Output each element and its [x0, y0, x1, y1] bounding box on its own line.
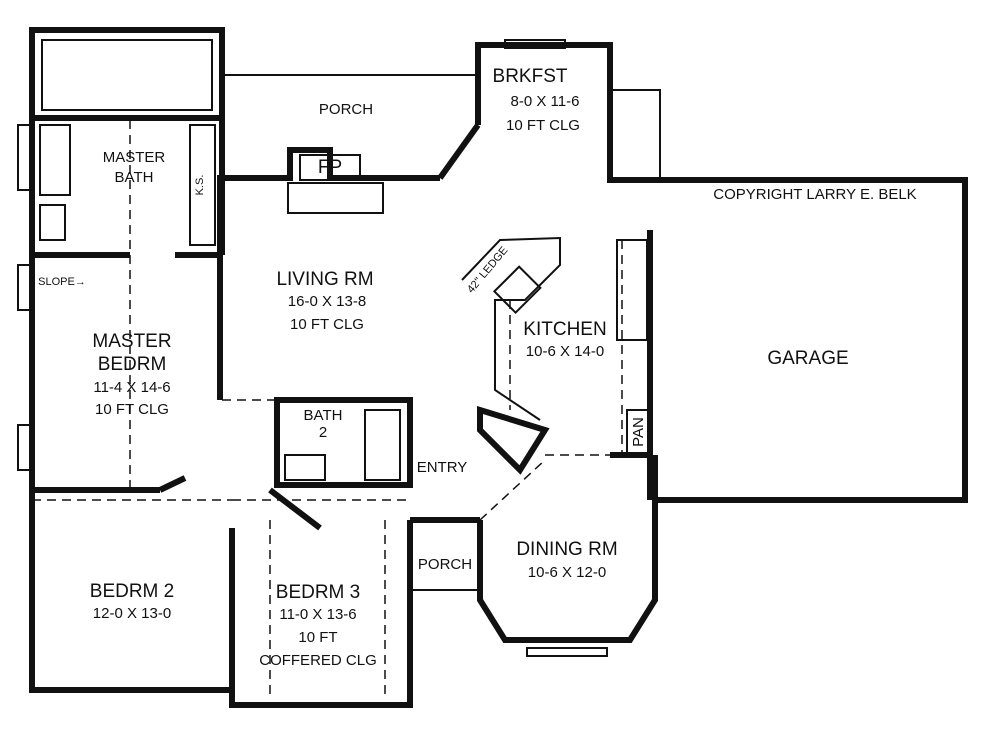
garage-label: GARAGE: [767, 348, 848, 369]
pantry-label: PAN: [630, 417, 647, 447]
living-size: 16-0 X 13-8: [288, 293, 366, 310]
master-bedrm-ceiling: 10 FT CLG: [95, 401, 169, 418]
dining-label: DINING RM: [516, 539, 617, 560]
copyright-text: COPYRIGHT LARRY E. BELK: [713, 186, 916, 203]
brkfst-size: 8-0 X 11-6: [511, 93, 580, 110]
bedrm2-label: BEDRM 2: [90, 581, 174, 602]
entry-label: ENTRY: [417, 459, 468, 476]
bedrm2-size: 12-0 X 13-0: [93, 605, 171, 622]
master-bedrm-label-1: MASTER: [92, 331, 171, 352]
master-bedrm-label-2: BEDRM: [98, 354, 167, 375]
bedrm3-ceiling-2: COFFERED CLG: [259, 652, 377, 669]
fireplace-label: FP: [318, 157, 342, 178]
brkfst-label: BRKFST: [493, 66, 568, 87]
master-bath-label-1: MASTER: [103, 149, 166, 166]
bedrm3-ceiling-1: 10 FT: [298, 629, 337, 646]
porch-front-label: PORCH: [418, 556, 472, 573]
porch-top-label: PORCH: [319, 101, 373, 118]
bedrm3-size: 11-0 X 13-6: [279, 606, 356, 623]
bath2-label-2: 2: [319, 424, 327, 441]
master-bedrm-size: 11-4 X 14-6: [93, 379, 170, 396]
dashed-lines: [32, 120, 623, 700]
kitchen-label: KITCHEN: [523, 319, 606, 340]
master-bath-label-2: BATH: [115, 169, 154, 186]
walls: [17, 27, 968, 708]
dining-size: 10-6 X 12-0: [528, 564, 606, 581]
kitchen-size: 10-6 X 14-0: [526, 343, 604, 360]
living-label: LIVING RM: [276, 269, 373, 290]
slope-label: SLOPE→: [38, 276, 86, 288]
bath2-label-1: BATH: [304, 407, 343, 424]
ks-label: K.S.: [194, 175, 206, 196]
bedrm3-label: BEDRM 3: [276, 582, 360, 603]
brkfst-ceiling: 10 FT CLG: [506, 117, 580, 134]
living-ceiling: 10 FT CLG: [290, 316, 364, 333]
